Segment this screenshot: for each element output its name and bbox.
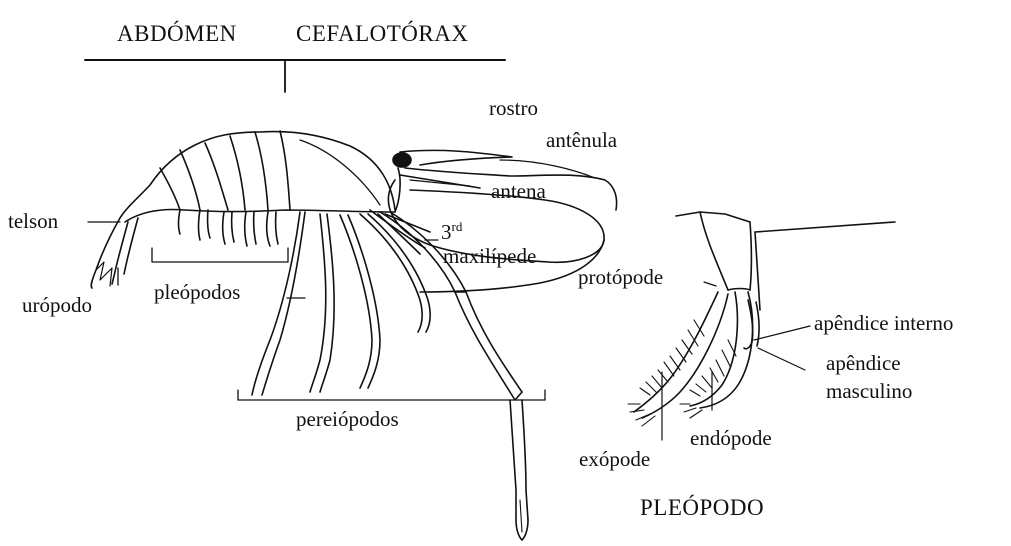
label-protopode: protópode: [578, 267, 663, 288]
shrimp-pleopods: [179, 210, 279, 246]
label-endopode: endópode: [690, 428, 772, 449]
label-maxilipede-ordinal: 3rd: [441, 222, 462, 243]
pleopodo-title: PLEÓPODO: [640, 496, 764, 519]
label-pereiopodos: pereiópodos: [296, 409, 399, 430]
abdomen-heading: ABDÓMEN: [117, 22, 237, 45]
label-antena: antena: [491, 181, 546, 202]
shrimp-body: [91, 131, 411, 288]
label-apendice-masculino-line1: apêndice: [826, 353, 901, 374]
maxilipede-ordinal-number: 3: [441, 220, 452, 244]
label-maxilipede: maxilípede: [443, 246, 536, 267]
label-apendice-masculino-line2: masculino: [826, 381, 912, 402]
label-uropodo: urópodo: [22, 295, 92, 316]
label-apendice-interno: apêndice interno: [814, 313, 953, 334]
label-exopode: exópode: [579, 449, 650, 470]
label-rostro: rostro: [489, 98, 538, 119]
heading-divider: [85, 60, 505, 92]
label-pleopodos: pleópodos: [154, 282, 240, 303]
label-antenula: antênula: [546, 130, 617, 151]
label-telson: telson: [8, 211, 58, 232]
maxilipede-ordinal-suffix: rd: [452, 219, 463, 234]
cephalothorax-heading: CEFALOTÓRAX: [296, 22, 468, 45]
